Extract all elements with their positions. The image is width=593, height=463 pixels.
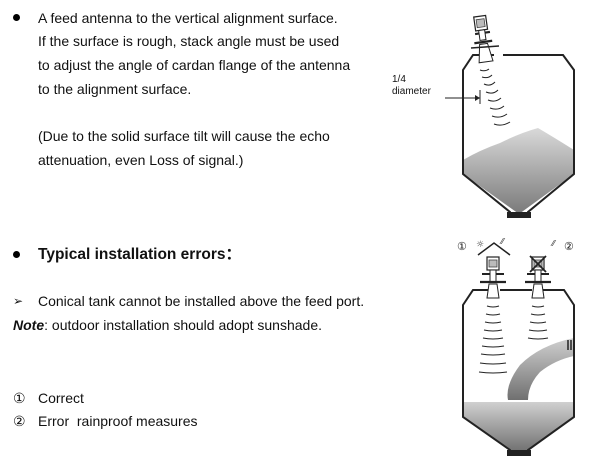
- rain-icon: ⁄⁄: [499, 237, 505, 246]
- material-bottom: [463, 402, 574, 452]
- rain-icon: ⁄⁄: [550, 239, 556, 248]
- paragraph-line: A feed antenna to the vertical alignment…: [38, 10, 338, 26]
- error-cross-icon: [529, 255, 547, 273]
- bullet-dot: [13, 251, 20, 258]
- dimension-label-line1: 1/4: [392, 74, 406, 85]
- material-inflow: [507, 338, 574, 400]
- note-label: Note: [13, 317, 45, 333]
- dimension-label-line2: diameter: [392, 86, 431, 97]
- antenna: [480, 256, 506, 299]
- material-surface: [463, 128, 574, 214]
- paragraph-line: If the surface is rough, stack angle mus…: [38, 33, 340, 49]
- legend-text: Error rainproof measures: [38, 413, 198, 429]
- sunshade: [477, 242, 511, 256]
- note-text: : outdoor installation should adopt suns…: [44, 317, 322, 333]
- arrow-bullet-icon: ➢: [13, 294, 24, 308]
- note-line: (Due to the solid surface tilt will caus…: [38, 128, 330, 144]
- legend-text: Correct: [38, 390, 84, 406]
- beam-arcs: [479, 68, 511, 126]
- paragraph-line: to the alignment surface.: [38, 81, 192, 97]
- legend-marker: ②: [13, 413, 26, 429]
- silo-outlet: [507, 450, 531, 456]
- beam-arcs: [478, 305, 549, 374]
- silo-outlet: [507, 212, 531, 218]
- note-line: attenuation, even Loss of signal.): [38, 152, 244, 168]
- figure-marker-1: ①: [457, 241, 467, 253]
- paragraph-line: to adjust the angle of cardan flange of …: [38, 57, 351, 73]
- arrow-item: Conical tank cannot be installed above t…: [38, 293, 365, 309]
- antenna: [473, 14, 494, 64]
- figure-marker-2: ②: [564, 241, 574, 253]
- legend-marker: ①: [13, 390, 26, 406]
- bullet-dot: [13, 14, 20, 21]
- note-row: Note: outdoor installation should adopt …: [13, 313, 322, 337]
- section-heading: Typical installation errors：: [38, 246, 241, 263]
- sun-icon: ☼: [476, 240, 484, 250]
